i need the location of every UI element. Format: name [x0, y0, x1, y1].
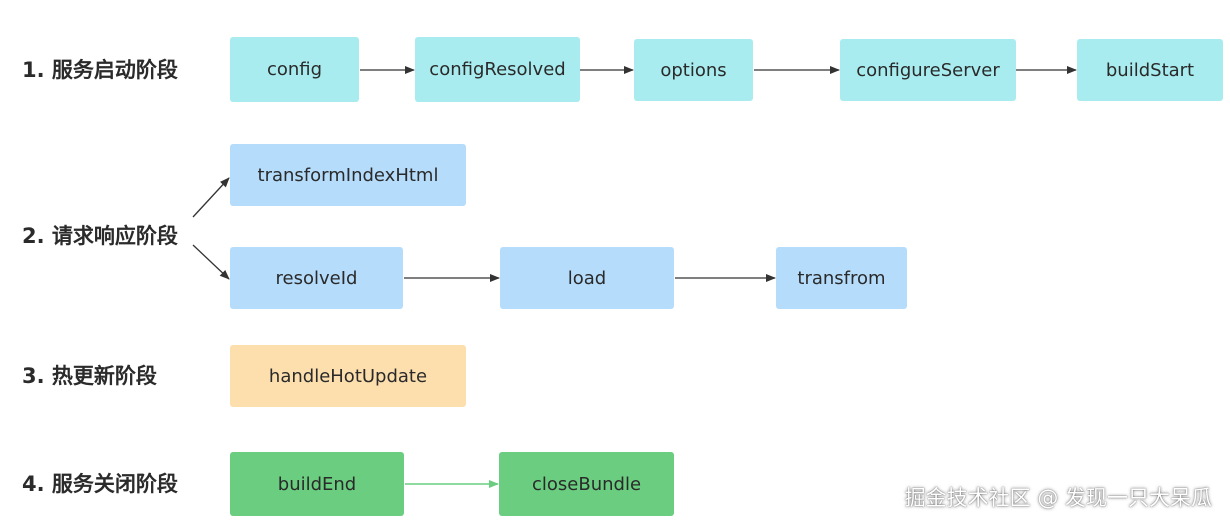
node-options: options	[634, 39, 753, 101]
stage-label-hot-update: 3. 热更新阶段	[22, 364, 157, 388]
node-transformindexhtml: transformIndexHtml	[230, 144, 466, 206]
arrow-request-to-resolveid	[192, 244, 230, 280]
stage-label-shutdown: 4. 服务关闭阶段	[22, 472, 178, 496]
node-config: config	[230, 37, 359, 102]
node-handlehotupdate: handleHotUpdate	[230, 345, 466, 407]
watermark-text: 掘金技术社区 @ 发现一只大呆瓜	[904, 486, 1212, 510]
node-configureserver: configureServer	[840, 39, 1016, 101]
node-buildend: buildEnd	[230, 452, 404, 516]
node-configresolved: configResolved	[415, 37, 580, 102]
node-transfrom: transfrom	[776, 247, 907, 309]
node-load: load	[500, 247, 674, 309]
node-resolveid: resolveId	[230, 247, 403, 309]
arrow-request-to-transformindexhtml	[192, 177, 230, 218]
stage-label-startup: 1. 服务启动阶段	[22, 58, 178, 82]
stage-label-request: 2. 请求响应阶段	[22, 224, 178, 248]
node-buildstart: buildStart	[1077, 39, 1223, 101]
node-closebundle: closeBundle	[499, 452, 674, 516]
